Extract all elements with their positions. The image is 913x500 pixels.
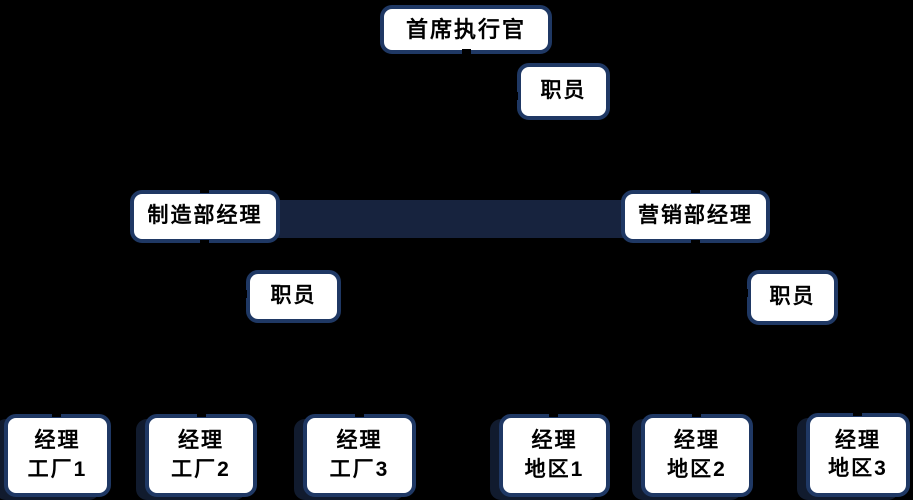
- connector-bar: [272, 200, 632, 238]
- org-node-label: 职员: [540, 79, 587, 103]
- org-node-factory-manager-3: 经理 工厂3: [303, 414, 416, 497]
- org-node-label: 制造部经理: [147, 204, 263, 228]
- org-node-region-manager-1: 经理 地区1: [499, 414, 610, 497]
- connector-stub: [549, 404, 558, 417]
- org-node-label: 首席执行官: [405, 16, 526, 42]
- org-node-label: 经理 工厂3: [329, 429, 390, 481]
- connector-stub: [737, 289, 748, 297]
- org-node-region-manager-2: 经理 地区2: [641, 414, 753, 497]
- connector-stub: [200, 181, 209, 193]
- org-node-label: 经理 地区3: [828, 428, 888, 480]
- org-node-factory-manager-1: 经理 工厂1: [4, 414, 111, 497]
- connector-stub: [52, 404, 61, 417]
- connector-stub: [691, 181, 700, 193]
- org-node-label: 经理 地区2: [667, 429, 727, 481]
- org-node-ceo-staff: 职员: [517, 63, 610, 120]
- connector-stub: [853, 403, 862, 416]
- connector-stub: [692, 404, 701, 417]
- connector-stub: [236, 290, 247, 298]
- org-node-label: 职员: [769, 285, 816, 309]
- org-node-label: 营销部经理: [638, 204, 753, 228]
- connector-stub: [197, 404, 206, 417]
- org-node-ceo: 首席执行官: [380, 5, 552, 54]
- org-node-marketing-staff: 职员: [747, 270, 838, 325]
- org-node-label: 职员: [270, 284, 317, 308]
- org-node-factory-manager-2: 经理 工厂2: [145, 414, 257, 497]
- org-node-manufacturing-staff: 职员: [246, 270, 341, 323]
- connector-stub: [200, 240, 209, 253]
- org-node-label: 经理 地区1: [524, 429, 585, 481]
- org-node-label: 经理 工厂1: [27, 429, 88, 481]
- connector-stub: [355, 404, 364, 417]
- org-node-manufacturing-manager: 制造部经理: [130, 190, 280, 243]
- connector-stub: [505, 92, 518, 100]
- org-node-label: 经理 工厂2: [171, 429, 231, 481]
- connector-stub: [462, 49, 471, 62]
- org-node-region-manager-3: 经理 地区3: [806, 413, 910, 497]
- org-node-marketing-manager: 营销部经理: [621, 190, 770, 243]
- connector-stub: [691, 240, 700, 253]
